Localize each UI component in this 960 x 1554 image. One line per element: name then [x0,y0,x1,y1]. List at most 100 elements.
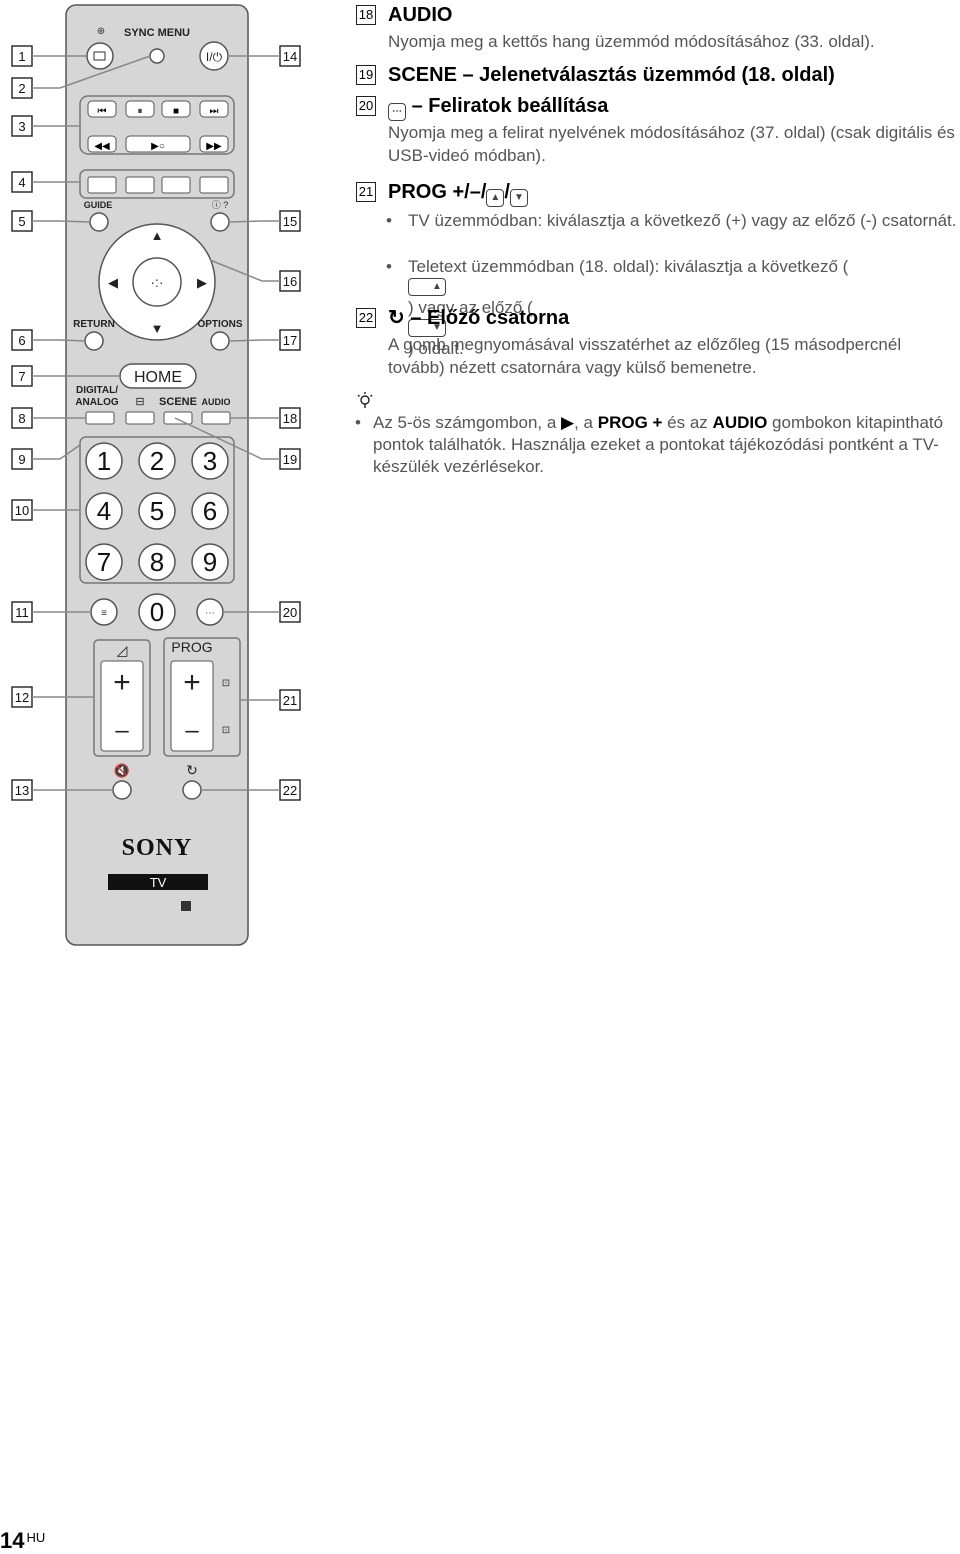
home-label: HOME [134,369,182,386]
red-button[interactable] [87,176,117,194]
arrow-down-icon[interactable]: ▼ [151,321,164,336]
callout-3-label: 3 [18,119,25,134]
audio-button[interactable] [201,411,231,425]
input-icon: ⊕ [97,26,105,37]
sony-logo: SONY [122,835,193,861]
digit-0-button[interactable]: 0 [138,593,176,631]
digit-1-button[interactable]: 1 [85,442,123,480]
prev-button[interactable]: ⏮ [87,100,117,118]
tv-label: TV [150,875,167,890]
callout-19-label: 19 [283,452,297,467]
callout-19: 19 [279,448,301,470]
item-number: 18 [356,5,376,25]
sync-menu-button[interactable] [149,48,165,64]
dpad[interactable]: ·:· ▲ ▼ ◀ ▶ [98,223,216,341]
digit-9-button[interactable]: 9 [191,543,229,581]
next-button[interactable]: ⏭ [199,100,229,118]
item-heading-sep: / [504,181,510,203]
item-body: Nyomja meg a felirat nyelvének módosítás… [388,123,955,165]
digit-4-label: 4 [97,496,111,526]
callout-14-label: 14 [283,49,297,64]
digit-8-button[interactable]: 8 [138,543,176,581]
callout-21: 21 [279,689,301,711]
digit-2-button[interactable]: 2 [138,442,176,480]
forward-button[interactable]: ▶▶ [199,135,229,153]
dpad-ok-button[interactable] [132,257,182,307]
rewind-icon: ◀◀ [94,141,110,152]
stop-icon: ■ [173,106,179,117]
tip-prog-label: PROG + [597,413,663,432]
callout-4-label: 4 [18,175,25,190]
teletext-button[interactable] [125,411,155,425]
callout-16: 16 [279,270,301,292]
callout-18: 18 [279,407,301,429]
mute-icon: 🔇 [114,763,130,778]
dpad-center-icon: ·:· [150,274,163,290]
scene-button[interactable] [163,411,193,425]
arrow-up-icon[interactable]: ▲ [151,228,164,243]
pause-button[interactable]: ⏸ [125,100,155,118]
callout-16-label: 16 [283,274,297,289]
yellow-button[interactable] [161,176,191,194]
digit-3-button[interactable]: 3 [191,442,229,480]
item-body: A gomb megnyomásával visszatérhet az elő… [388,335,902,377]
page-up-icon: ⊡ [222,678,230,689]
info-button[interactable] [210,212,230,232]
guide-button[interactable] [89,212,109,232]
leader-6 [32,339,86,342]
volume-rocker[interactable] [100,660,144,752]
input-button[interactable] [86,42,114,70]
prog-rocker[interactable] [170,660,214,752]
callout-5-label: 5 [18,214,25,229]
item-heading: AUDIO [388,4,453,26]
callout-22-label: 22 [283,783,297,798]
color-group [79,169,235,199]
arrow-left-icon[interactable]: ◀ [108,275,118,290]
leader-15 [228,220,280,223]
digit-5-button[interactable]: 5 [138,492,176,530]
rewind-button[interactable]: ◀◀ [87,135,117,153]
stop-button[interactable]: ■ [161,100,191,118]
digital-label: DIGITAL/ [76,385,118,396]
mute-button[interactable] [112,780,132,800]
prog-label: PROG [171,639,212,655]
digit-7-button[interactable]: 7 [85,543,123,581]
audio-label: AUDIO [202,397,231,407]
play-icon: ▶○ [151,141,165,152]
return-button[interactable] [84,331,104,351]
digit-4-button[interactable]: 4 [85,492,123,530]
options-button[interactable] [210,331,230,351]
item-number: 20 [356,96,376,116]
item-heading: ↻ – Előző csatorna [388,305,569,331]
blue-button[interactable] [199,176,229,194]
leader-17 [228,339,280,342]
leader-16 [209,259,280,282]
bullet-text: TV üzemmódban: kiválasztja a következő (… [408,211,957,230]
tip-text-a: Az 5-ös számgombon, a [373,413,562,432]
page-up-icon: ▲ [486,189,505,207]
callout-9: 9 [11,448,33,470]
tip-audio-label: AUDIO [712,413,768,432]
scene-label: SCENE [159,396,197,408]
pause-icon: ⏸ [138,106,143,117]
arrow-right-icon[interactable]: ▶ [197,275,207,290]
digit-9-label: 9 [203,547,217,577]
digital-analog-button[interactable] [85,411,115,425]
digit-6-button[interactable]: 6 [191,492,229,530]
green-button[interactable] [125,176,155,194]
callout-10: 10 [11,499,33,521]
page-down-icon: ▼ [408,319,446,337]
leader-lines [32,55,280,791]
callout-4: 4 [11,171,33,193]
info-icon: ⓘ ? [212,200,229,210]
callout-15: 15 [279,210,301,232]
teletext-icon: ⊟ [135,396,144,408]
jump-button[interactable] [182,780,202,800]
page-down-icon: ▼ [509,189,528,207]
item-heading: SCENE – Jelenetválasztás üzemmód (18. ol… [388,64,835,86]
play-button[interactable]: ▶○ [125,135,191,153]
volume-plus-icon: + [113,666,131,699]
callout-2-label: 2 [18,81,25,96]
